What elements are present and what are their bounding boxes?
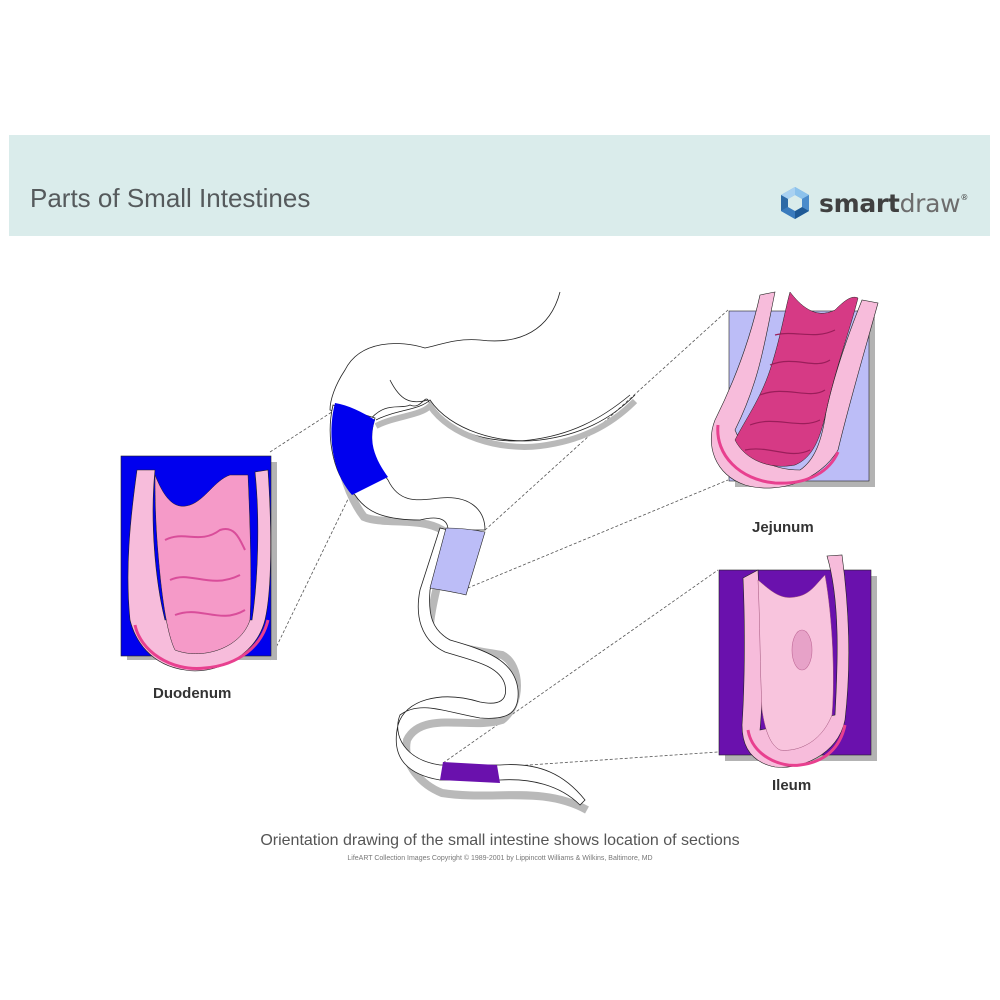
diagram-caption: Orientation drawing of the small intesti…: [260, 832, 740, 849]
header-banner: Parts of Small Intestines smartdraw®: [9, 135, 990, 236]
duodenum-marker: [331, 403, 388, 495]
copyright-notice: LifeART Collection Images Copyright © 19…: [347, 855, 653, 862]
duodenum-inset: [120, 455, 277, 672]
ileum-marker: [440, 762, 500, 783]
ileum-label: Ileum: [772, 777, 812, 794]
leader-lines: [269, 309, 729, 768]
intestine-outline: [329, 291, 638, 814]
jejunum-marker: [429, 527, 486, 596]
ileum-inset: [718, 554, 877, 768]
smartdraw-logo[interactable]: smartdraw®: [779, 185, 968, 221]
page-title: Parts of Small Intestines: [30, 183, 311, 213]
jejunum-inset: [711, 291, 879, 489]
logo-wordmark: smartdraw®: [819, 188, 969, 218]
jejunum-label: Jejunum: [752, 519, 814, 536]
smartdraw-diamond-icon: [781, 187, 809, 219]
duodenum-label: Duodenum: [153, 685, 232, 702]
